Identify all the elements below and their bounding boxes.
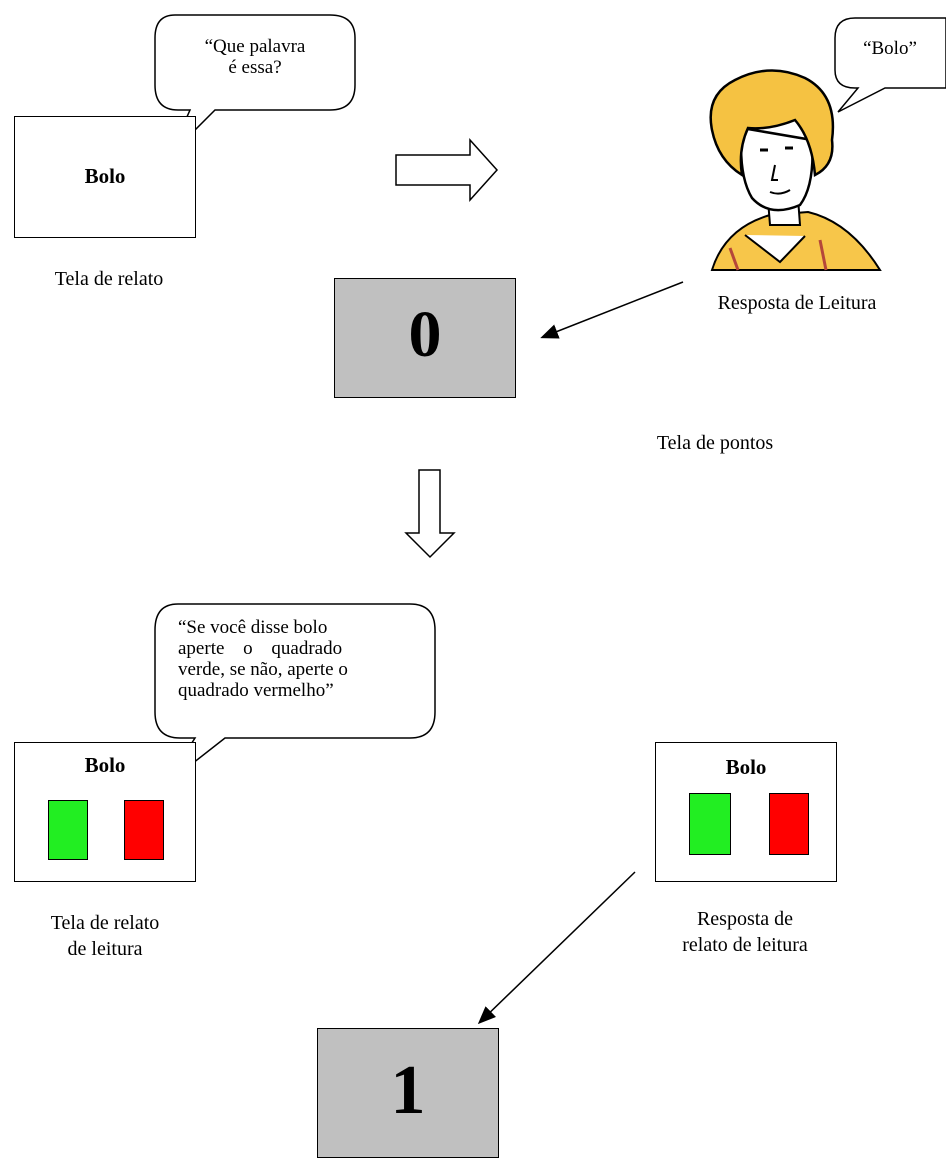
score-screen-zero: 0 (334, 278, 516, 398)
question-line-1: “Que palavra (204, 36, 306, 57)
instruction-line-3: verde, se não, aperte o (178, 659, 348, 680)
answer-bubble-text: “Bolo” (863, 38, 917, 59)
reading-report-word: Bolo (84, 753, 126, 777)
question-bubble-text: “Que palavra é essa? (160, 36, 350, 78)
report-screen: Bolo (14, 116, 196, 238)
reading-response-label: Resposta de Leitura (717, 292, 877, 314)
instruction-line-2: aperte o quadrado (178, 638, 343, 659)
arrow-to-score-zero (540, 281, 684, 339)
instruction-bubble-text: “Se você disse bolo aperte o quadrado ve… (178, 617, 418, 701)
red-square[interactable] (769, 793, 809, 855)
green-square-selected[interactable] (689, 793, 731, 855)
green-square[interactable] (48, 800, 88, 860)
question-line-2: é essa? (228, 57, 282, 78)
arrow-to-score-one (477, 871, 636, 1025)
down-arrow-icon (404, 469, 456, 559)
score-screen-label: Tela de pontos (656, 432, 774, 454)
score-one-value: 1 (390, 1052, 426, 1129)
report-screen-label: Tela de relato (54, 268, 164, 290)
reading-report-response-label: Resposta de relato de leitura (640, 906, 850, 958)
reading-report-response-screen: Bolo (655, 742, 837, 882)
report-screen-word: Bolo (84, 164, 126, 188)
response-label-line-1: Resposta de (696, 908, 794, 930)
reading-report-screen: Bolo (14, 742, 196, 882)
right-arrow-icon (395, 138, 499, 202)
reader-person-illustration (709, 69, 882, 271)
red-square[interactable] (124, 800, 164, 860)
reading-report-label-line-1: Tela de relato (50, 912, 160, 934)
score-zero-value: 0 (408, 298, 442, 371)
reading-report-label: Tela de relato de leitura (14, 910, 196, 962)
instruction-line-4: quadrado vermelho” (178, 680, 334, 701)
response-screen-word: Bolo (725, 755, 767, 779)
score-screen-one: 1 (317, 1028, 499, 1158)
speech-bubble-answer (834, 17, 946, 113)
response-label-line-2: relato de leitura (682, 934, 808, 956)
instruction-line-1: “Se você disse bolo (178, 617, 328, 638)
reading-report-label-line-2: de leitura (67, 938, 143, 960)
